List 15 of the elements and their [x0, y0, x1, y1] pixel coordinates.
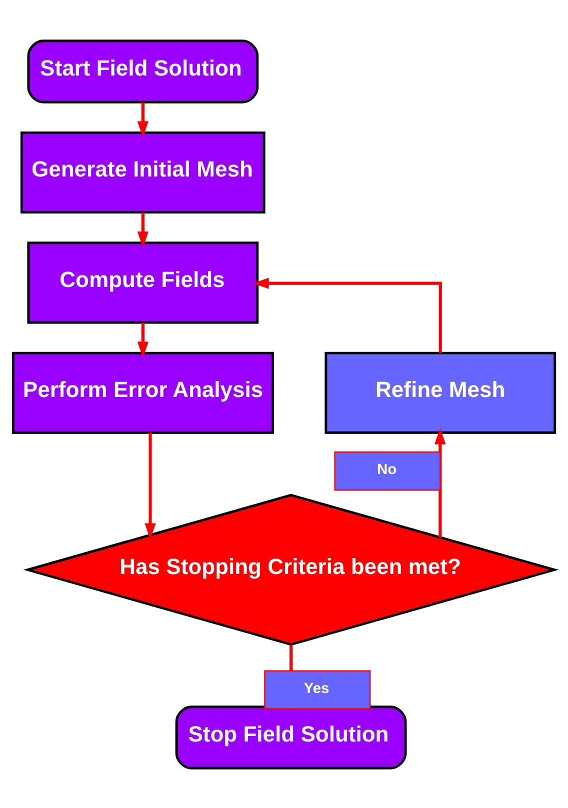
- arrow: [137, 212, 148, 247]
- node-diamond: Has Stopping Criteria been met?: [23, 493, 559, 646]
- arrow: [252, 277, 442, 352]
- arrow: [137, 102, 148, 137]
- node-box: Refine Mesh: [324, 351, 556, 434]
- arrow: [144, 432, 156, 539]
- node-box: Generate Initial Mesh: [20, 131, 266, 214]
- arrow: [137, 322, 148, 358]
- node-box: Start Field Solution: [27, 39, 259, 103]
- node-box: Compute Fields: [27, 241, 259, 324]
- edge-label: No: [377, 462, 397, 478]
- arrow: [434, 428, 446, 537]
- node-box: Stop Field Solution: [175, 705, 407, 769]
- node-box: Perform Error Analysis: [12, 351, 274, 434]
- edge-label: Yes: [304, 680, 330, 696]
